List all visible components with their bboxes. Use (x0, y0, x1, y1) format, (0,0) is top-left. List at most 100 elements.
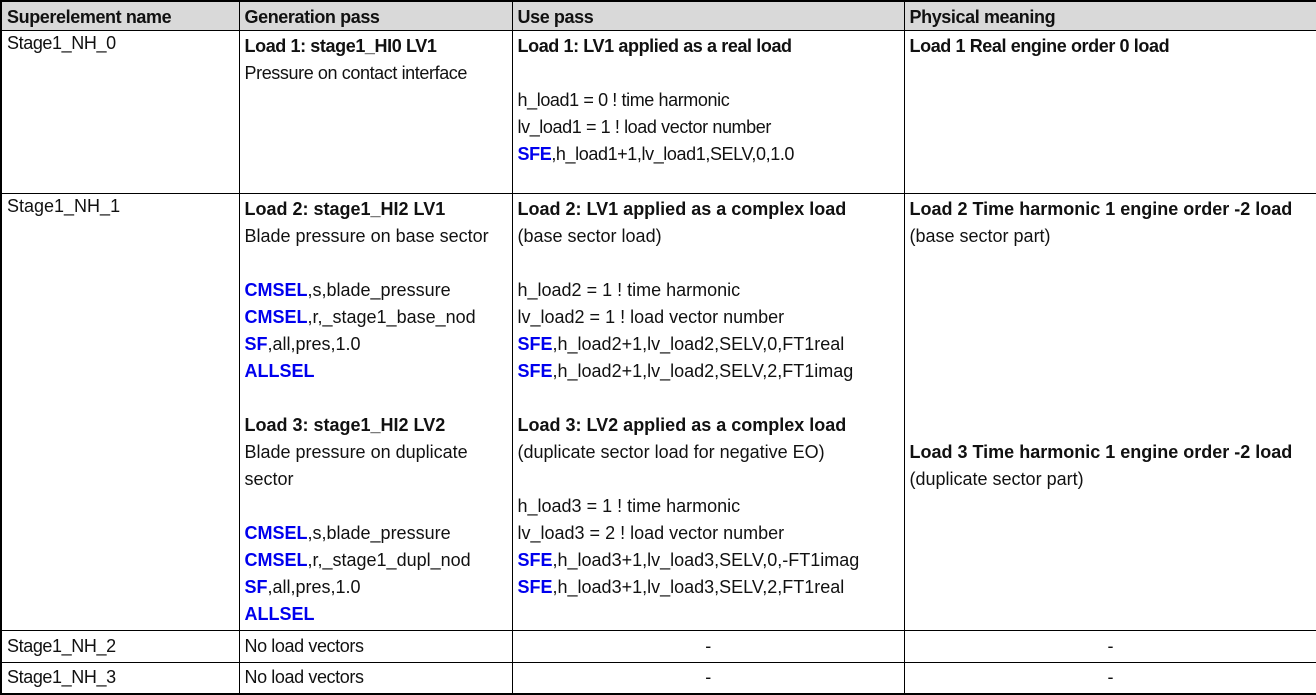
apdl-command: SF (244, 577, 268, 597)
text-segment: ,h_load3+1,lv_load3,SELV,2,FT1real (552, 577, 845, 597)
apdl-command: SFE (517, 550, 553, 570)
text-line: No load vectors (245, 633, 507, 660)
text-line: SFE,h_load1+1,lv_load1,SELV,0,1.0 (518, 141, 899, 168)
text-segment: - (705, 667, 711, 688)
column-header-use-pass: Use pass (511, 0, 905, 31)
text-segment: Blade pressure on base sector (244, 226, 489, 246)
text-line (910, 304, 1312, 331)
cell-superelement-name: Stage1_NH_0 (0, 30, 240, 194)
text-line: (base sector part) (910, 223, 1312, 250)
cell-physical-meaning: - (903, 662, 1316, 694)
text-line: (duplicate sector load for negative EO) (518, 439, 899, 466)
text-segment: ,h_load3+1,lv_load3,SELV,0,-FT1imag (552, 550, 860, 570)
text-line: Load 3: stage1_HI2 LV2 (245, 412, 507, 439)
text-segment: lv_load3 = 2 ! load vector number (517, 523, 785, 543)
text-line: Blade pressure on base sector (245, 223, 507, 250)
cell-generation-pass: No load vectors (238, 630, 513, 663)
cell-use-pass: Load 2: LV1 applied as a complex load (ba… (511, 193, 905, 631)
text-segment: Load 3 Time harmonic 1 engine order -2 l… (909, 442, 1293, 462)
text-line: h_load1 = 0 ! time harmonic (518, 87, 899, 114)
text-segment: - (1107, 667, 1114, 688)
text-line: SF,all,pres,1.0 (245, 574, 507, 601)
text-line: lv_load2 = 1 ! load vector number (518, 304, 899, 331)
text-line: lv_load1 = 1 ! load vector number (518, 114, 899, 141)
text-line: Load 2: stage1_HI2 LV1 (245, 196, 507, 223)
text-line: (base sector load) (518, 223, 899, 250)
text-segment: h_load1 = 0 ! time harmonic (517, 90, 730, 110)
cell-physical-meaning: - (903, 630, 1316, 663)
text-segment: Load 2: stage1_HI2 LV1 (244, 199, 446, 219)
text-line: Load 3: LV2 applied as a complex load (518, 412, 899, 439)
text-segment: Load 1: stage1_HI0 LV1 (244, 36, 437, 56)
cell-generation-pass: No load vectors (238, 662, 513, 694)
text-segment: Pressure on contact interface (244, 63, 468, 83)
text-line: Load 1: LV1 applied as a real load (518, 33, 899, 60)
cell-use-pass: - (511, 662, 905, 694)
text-segment: No load vectors (244, 667, 364, 688)
column-header-generation-pass: Generation pass (238, 0, 513, 31)
text-line (245, 493, 507, 520)
text-line: sector (245, 466, 507, 493)
cell-superelement-name: Stage1_NH_1 (0, 193, 240, 631)
text-segment: sector (244, 469, 294, 489)
text-segment: ,r,_stage1_dupl_nod (307, 550, 471, 570)
text-segment: h_load3 = 1 ! time harmonic (517, 496, 741, 516)
text-line (245, 385, 507, 412)
apdl-command: SFE (517, 144, 552, 164)
text-line: SFE,h_load2+1,lv_load2,SELV,2,FT1imag (518, 358, 899, 385)
text-line: lv_load3 = 2 ! load vector number (518, 520, 899, 547)
text-segment: h_load2 = 1 ! time harmonic (517, 280, 741, 300)
cell-use-pass: Load 1: LV1 applied as a real load h_loa… (511, 30, 905, 194)
apdl-command: SFE (517, 361, 553, 381)
text-line: Blade pressure on duplicate (245, 439, 507, 466)
text-segment: lv_load2 = 1 ! load vector number (517, 307, 785, 327)
text-line: No load vectors (245, 664, 507, 691)
cell-superelement-name: Stage1_NH_2 (0, 630, 240, 663)
text-segment: (base sector load) (517, 226, 662, 246)
text-segment: - (705, 636, 711, 656)
text-line (910, 385, 1312, 412)
text-line: ALLSEL (245, 601, 507, 628)
text-segment: (duplicate sector part) (909, 469, 1084, 489)
text-line (518, 60, 899, 87)
text-segment: (duplicate sector load for negative EO) (517, 442, 825, 462)
text-line: Pressure on contact interface (245, 60, 507, 87)
apdl-command: SF (244, 334, 268, 354)
text-line (910, 358, 1312, 385)
text-segment: (base sector part) (909, 226, 1051, 246)
table-header-row: Superelement name Generation pass Use pa… (0, 0, 1316, 31)
text-segment: ,all,pres,1.0 (267, 577, 361, 597)
table-row-stage1-nh-2: Stage1_NH_2 No load vectors - - (0, 630, 1316, 663)
text-segment: ,r,_stage1_base_nod (307, 307, 476, 327)
text-line: ALLSEL (245, 358, 507, 385)
text-line (518, 466, 899, 493)
text-line: Load 2 Time harmonic 1 engine order -2 l… (910, 196, 1312, 223)
text-segment: ,h_load1+1,lv_load1,SELV,0,1.0 (551, 144, 795, 164)
text-line: h_load3 = 1 ! time harmonic (518, 493, 899, 520)
text-line: Load 1 Real engine order 0 load (910, 33, 1312, 60)
text-line: - (910, 633, 1312, 660)
text-line: - (518, 664, 899, 691)
cell-use-pass: - (511, 630, 905, 663)
apdl-command: ALLSEL (244, 361, 315, 381)
text-line: SFE,h_load3+1,lv_load3,SELV,0,-FT1imag (518, 547, 899, 574)
apdl-command: ALLSEL (244, 604, 315, 624)
text-line: Load 1: stage1_HI0 LV1 (245, 33, 507, 60)
text-line: - (518, 633, 899, 660)
text-line: CMSEL,s,blade_pressure (245, 520, 507, 547)
text-line (910, 331, 1312, 358)
text-line: Load 2: LV1 applied as a complex load (518, 196, 899, 223)
apdl-command: CMSEL (244, 550, 308, 570)
text-line: CMSEL,r,_stage1_base_nod (245, 304, 507, 331)
text-line: (duplicate sector part) (910, 466, 1312, 493)
text-line: - (910, 664, 1312, 691)
text-line: SF,all,pres,1.0 (245, 331, 507, 358)
cell-physical-meaning: Load 2 Time harmonic 1 engine order -2 l… (903, 193, 1316, 631)
text-segment: Load 1: LV1 applied as a real load (517, 36, 793, 56)
text-segment: Load 2: LV1 applied as a complex load (517, 199, 847, 219)
text-segment: Load 1 Real engine order 0 load (909, 36, 1170, 56)
text-line: CMSEL,s,blade_pressure (245, 277, 507, 304)
text-line (245, 250, 507, 277)
